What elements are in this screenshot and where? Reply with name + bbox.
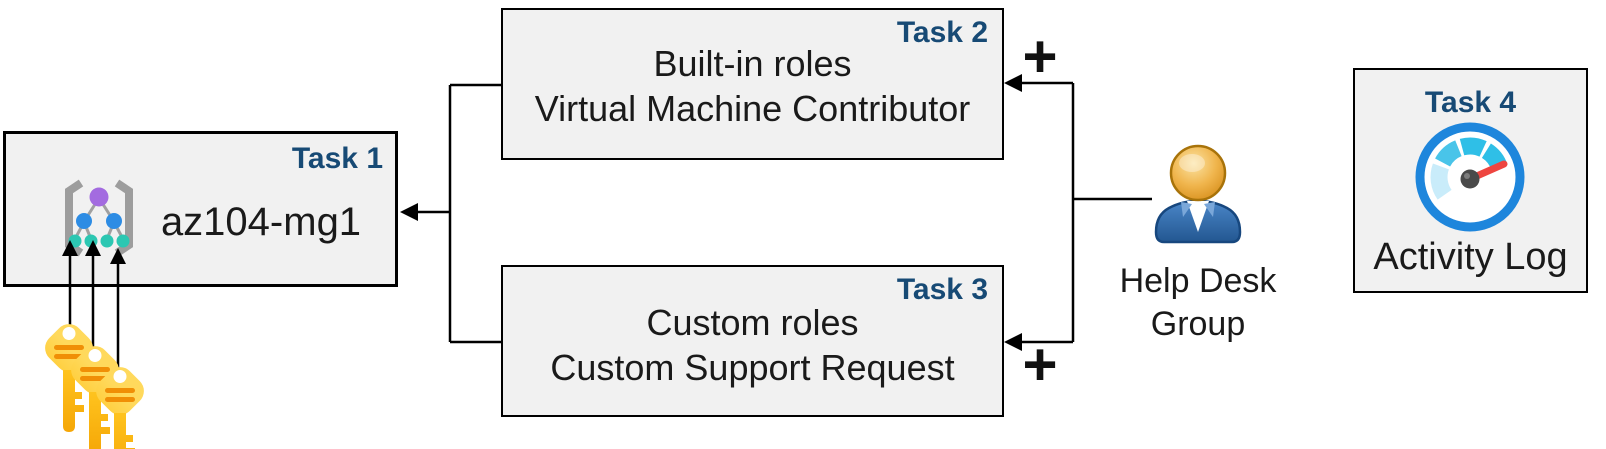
activity-log-gauge-icon bbox=[1415, 122, 1525, 232]
task3-line1: Custom roles bbox=[646, 302, 859, 343]
task3-label: Task 3 bbox=[896, 273, 988, 306]
arrow-to-task1 bbox=[400, 203, 418, 221]
task2-line1: Built-in roles bbox=[653, 43, 852, 84]
task2-box: Task 2 Built-in roles Virtual Machine Co… bbox=[501, 8, 1004, 160]
task3-box: Task 3 Custom roles Custom Support Reque… bbox=[501, 265, 1004, 417]
key-icon bbox=[90, 363, 150, 449]
plus-sign-task3: + bbox=[1022, 331, 1058, 398]
plus-sign-task2: + bbox=[1022, 23, 1058, 90]
task2-label: Task 2 bbox=[896, 16, 988, 49]
task1-label: Task 1 bbox=[291, 142, 383, 175]
actor-label-line2: Group bbox=[1150, 305, 1246, 343]
task4-label: Task 4 bbox=[1424, 86, 1517, 119]
task2-line2: Virtual Machine Contributor bbox=[534, 88, 971, 129]
actor-label-line1: Help Desk bbox=[1119, 262, 1277, 300]
task4-caption: Activity Log bbox=[1373, 236, 1568, 278]
left-connector bbox=[414, 83, 503, 344]
task3-line2: Custom Support Request bbox=[550, 347, 955, 388]
task4-box: Task 4 Activity Log bbox=[1353, 68, 1588, 293]
user-icon bbox=[1154, 144, 1242, 244]
task1-title: az104-mg1 bbox=[160, 200, 362, 244]
task1-box: Task 1 az104-mg1 bbox=[3, 131, 398, 287]
management-group-icon bbox=[65, 179, 133, 257]
